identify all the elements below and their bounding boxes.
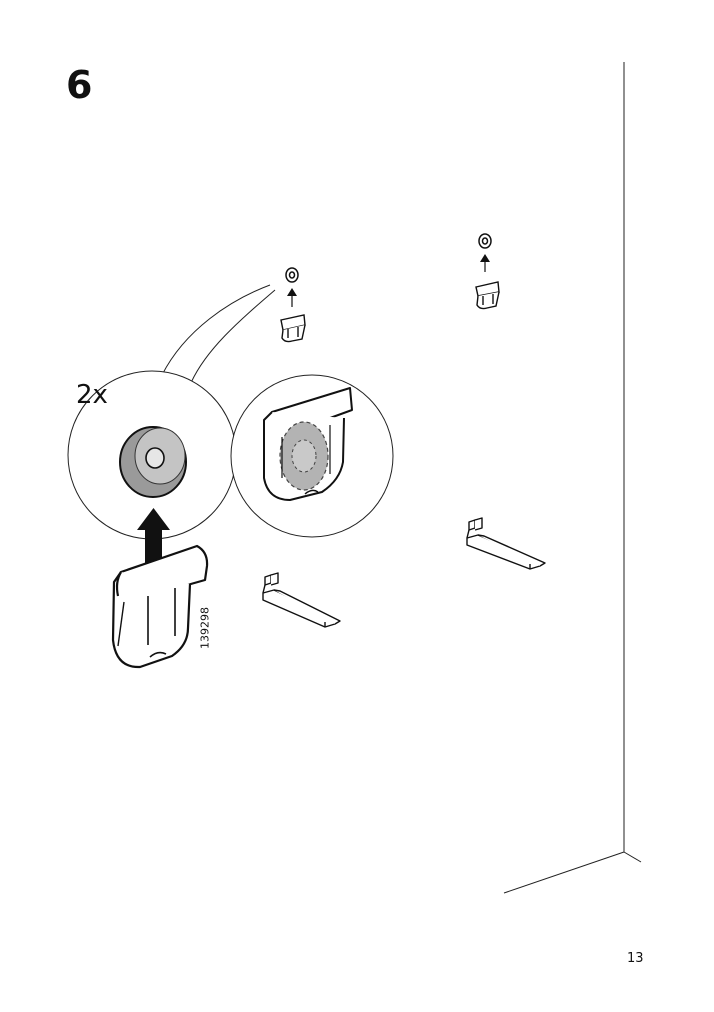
callout-pointer xyxy=(161,284,276,386)
washer-icon xyxy=(478,233,492,249)
page-number: 13 xyxy=(627,951,644,966)
bracket-clip-icon xyxy=(263,387,353,501)
washer-icon xyxy=(285,267,299,283)
shelf-bracket-icon xyxy=(466,517,546,570)
washer-icon xyxy=(119,426,187,498)
bracket-clip-icon xyxy=(111,544,209,669)
part-code-label: 139298 xyxy=(198,607,212,649)
up-arrow-icon xyxy=(480,254,490,272)
wall-corner-lines xyxy=(503,62,642,894)
detail-magnifier-circle xyxy=(67,370,237,540)
detail-magnifier-circle xyxy=(230,374,394,538)
shelf-bracket-icon xyxy=(262,572,341,628)
quantity-label: 2x xyxy=(76,380,108,410)
bracket-clip-icon xyxy=(280,314,306,343)
bracket-clip-icon xyxy=(475,281,500,310)
up-arrow-icon xyxy=(137,508,170,568)
up-arrow-icon xyxy=(287,288,297,307)
step-number: 6 xyxy=(66,63,93,107)
